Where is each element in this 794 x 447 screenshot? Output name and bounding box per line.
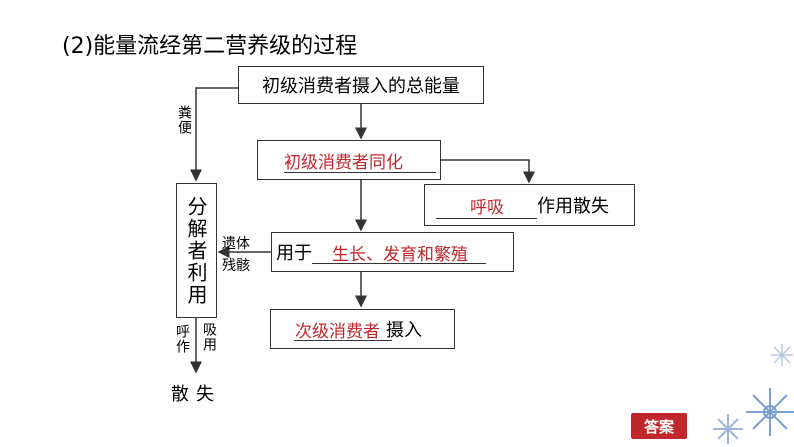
snowflake-icon-small: [771, 344, 793, 366]
growth-prefix: 用于: [276, 243, 312, 264]
decomposer-label: 分解者利用: [184, 195, 208, 306]
remains-label-2: 残骸: [222, 258, 250, 274]
snowflake-decoration: [713, 344, 794, 444]
assimilation-blank: 初级消费者同化: [284, 152, 403, 173]
assimilation-box: 初级消费者同化: [257, 140, 441, 180]
lost-label-1: 散: [171, 384, 189, 405]
next-consumer-suffix: 摄入: [386, 320, 422, 341]
next-consumer-underline: [294, 340, 392, 341]
respiration-box: 呼吸 作用散失: [424, 184, 635, 226]
assimilation-underline: [284, 172, 436, 173]
answer-button[interactable]: 答案: [631, 413, 687, 439]
remains-label-1: 遗体: [222, 236, 250, 252]
feces-label: 粪便: [176, 105, 192, 135]
respiration-suffix: 作用散失: [537, 196, 609, 217]
respiration-underline: [436, 218, 537, 219]
snowflake-icon-large: [746, 388, 794, 436]
next-consumer-box: 次级消费者 摄入: [270, 309, 455, 349]
arrow-assimilation-to-respiration: [441, 159, 535, 184]
lost-label-2: 失: [196, 384, 214, 405]
growth-underline: [312, 263, 486, 264]
respiration-label-col1: 呼作: [174, 324, 190, 354]
arrow-intake-to-decomposer: [190, 87, 238, 182]
page-title: (2)能量流经第二营养级的过程: [62, 34, 358, 59]
intake-box: 初级消费者摄入的总能量: [238, 66, 484, 104]
respiration-label-col2: 吸用: [201, 322, 217, 352]
snowflake-icon-medium: [713, 414, 743, 444]
growth-blank: 生长、发育和繁殖: [332, 244, 468, 265]
intake-label: 初级消费者摄入的总能量: [262, 76, 460, 97]
decomposer-box: 分解者利用: [176, 183, 217, 318]
next-consumer-blank: 次级消费者: [295, 321, 380, 342]
respiration-blank: 呼吸: [470, 197, 504, 218]
growth-box: 用于 生长、发育和繁殖: [271, 232, 514, 272]
